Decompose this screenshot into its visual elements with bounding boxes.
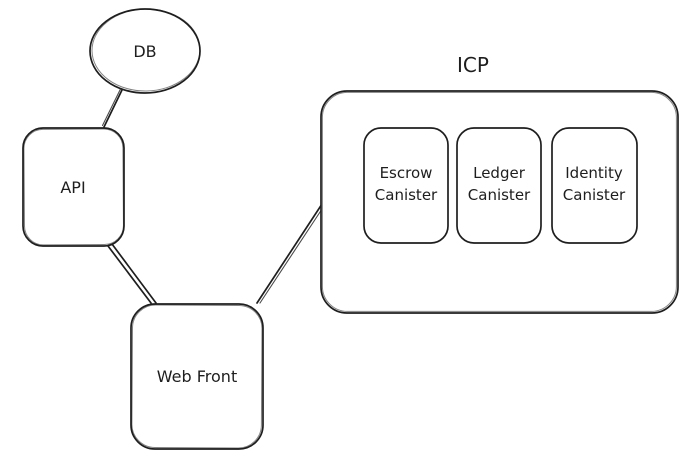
connector-webfront-icp <box>256 203 325 304</box>
escrow-canister-label-line2: Canister <box>375 186 438 204</box>
connector-api-webfront <box>104 241 157 304</box>
web-front-rect-echo <box>131 304 263 449</box>
ledger-canister-node: Ledger Canister <box>456 127 542 244</box>
identity-canister-rect <box>551 127 638 244</box>
api-rect <box>22 127 125 247</box>
identity-canister-label-line2: Canister <box>563 186 626 204</box>
ledger-canister-rect <box>456 127 542 244</box>
ledger-canister-label-line2: Canister <box>468 186 531 204</box>
api-rect-echo <box>23 128 124 246</box>
api-label: API <box>60 178 85 197</box>
db-ellipse-echo <box>91 8 201 92</box>
escrow-canister-rect <box>363 127 449 244</box>
icp-container: ICP Escrow Canister Ledger Canister Iden… <box>320 53 679 314</box>
db-label: DB <box>133 42 156 61</box>
identity-canister-label-line1: Identity <box>565 164 623 182</box>
escrow-canister-label-line1: Escrow <box>380 164 433 182</box>
db-node: DB <box>89 8 201 94</box>
identity-canister-node: Identity Canister <box>551 127 638 244</box>
icp-rect-echo <box>321 91 677 312</box>
icp-label: ICP <box>457 53 489 77</box>
api-node: API <box>22 127 125 247</box>
connector-db-api <box>101 88 123 128</box>
web-front-label: Web Front <box>157 367 237 386</box>
web-front-node: Web Front <box>130 303 264 450</box>
escrow-canister-node: Escrow Canister <box>363 127 449 244</box>
ledger-canister-label-line1: Ledger <box>473 164 526 182</box>
web-front-rect <box>130 303 264 450</box>
